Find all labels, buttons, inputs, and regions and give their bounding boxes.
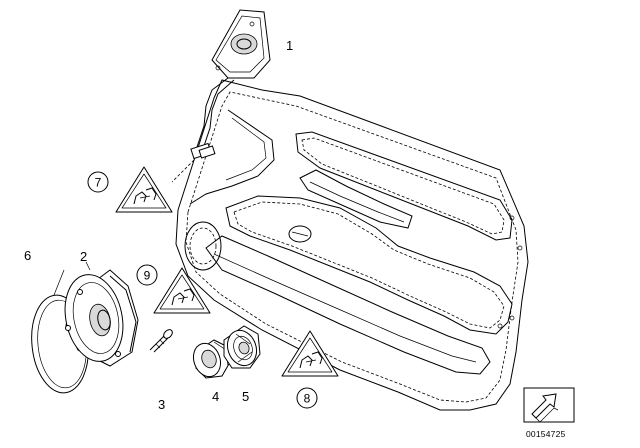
callout-3: 3 <box>158 397 165 412</box>
callout-2: 2 <box>80 249 87 264</box>
woofer-speaker <box>64 269 139 367</box>
svg-text:9: 9 <box>144 269 151 283</box>
warning-triangle-8 <box>281 330 339 377</box>
callout-6: 6 <box>24 248 31 263</box>
warning-triangle-icon <box>299 351 323 369</box>
callout-9: 9 <box>136 264 158 286</box>
svg-text:8: 8 <box>304 392 311 406</box>
warning-triangle-icon <box>133 187 157 205</box>
warning-triangle-7 <box>115 166 173 213</box>
callout-1: 1 <box>286 38 293 53</box>
door-trim-panel <box>175 9 529 411</box>
callout-7: 7 <box>87 171 109 193</box>
tweeter-holder <box>223 325 261 369</box>
callout-8: 8 <box>296 387 318 409</box>
screw <box>149 329 173 353</box>
warning-triangle-icon <box>171 288 195 306</box>
document-id: 00154725 <box>526 429 565 439</box>
arrow-icon <box>523 387 575 423</box>
callout-4: 4 <box>212 389 219 404</box>
svg-text:7: 7 <box>95 176 102 190</box>
callout-5: 5 <box>242 389 249 404</box>
warning-triangle-9 <box>153 267 211 314</box>
tweeter <box>192 339 231 379</box>
leader-lines <box>51 159 195 301</box>
